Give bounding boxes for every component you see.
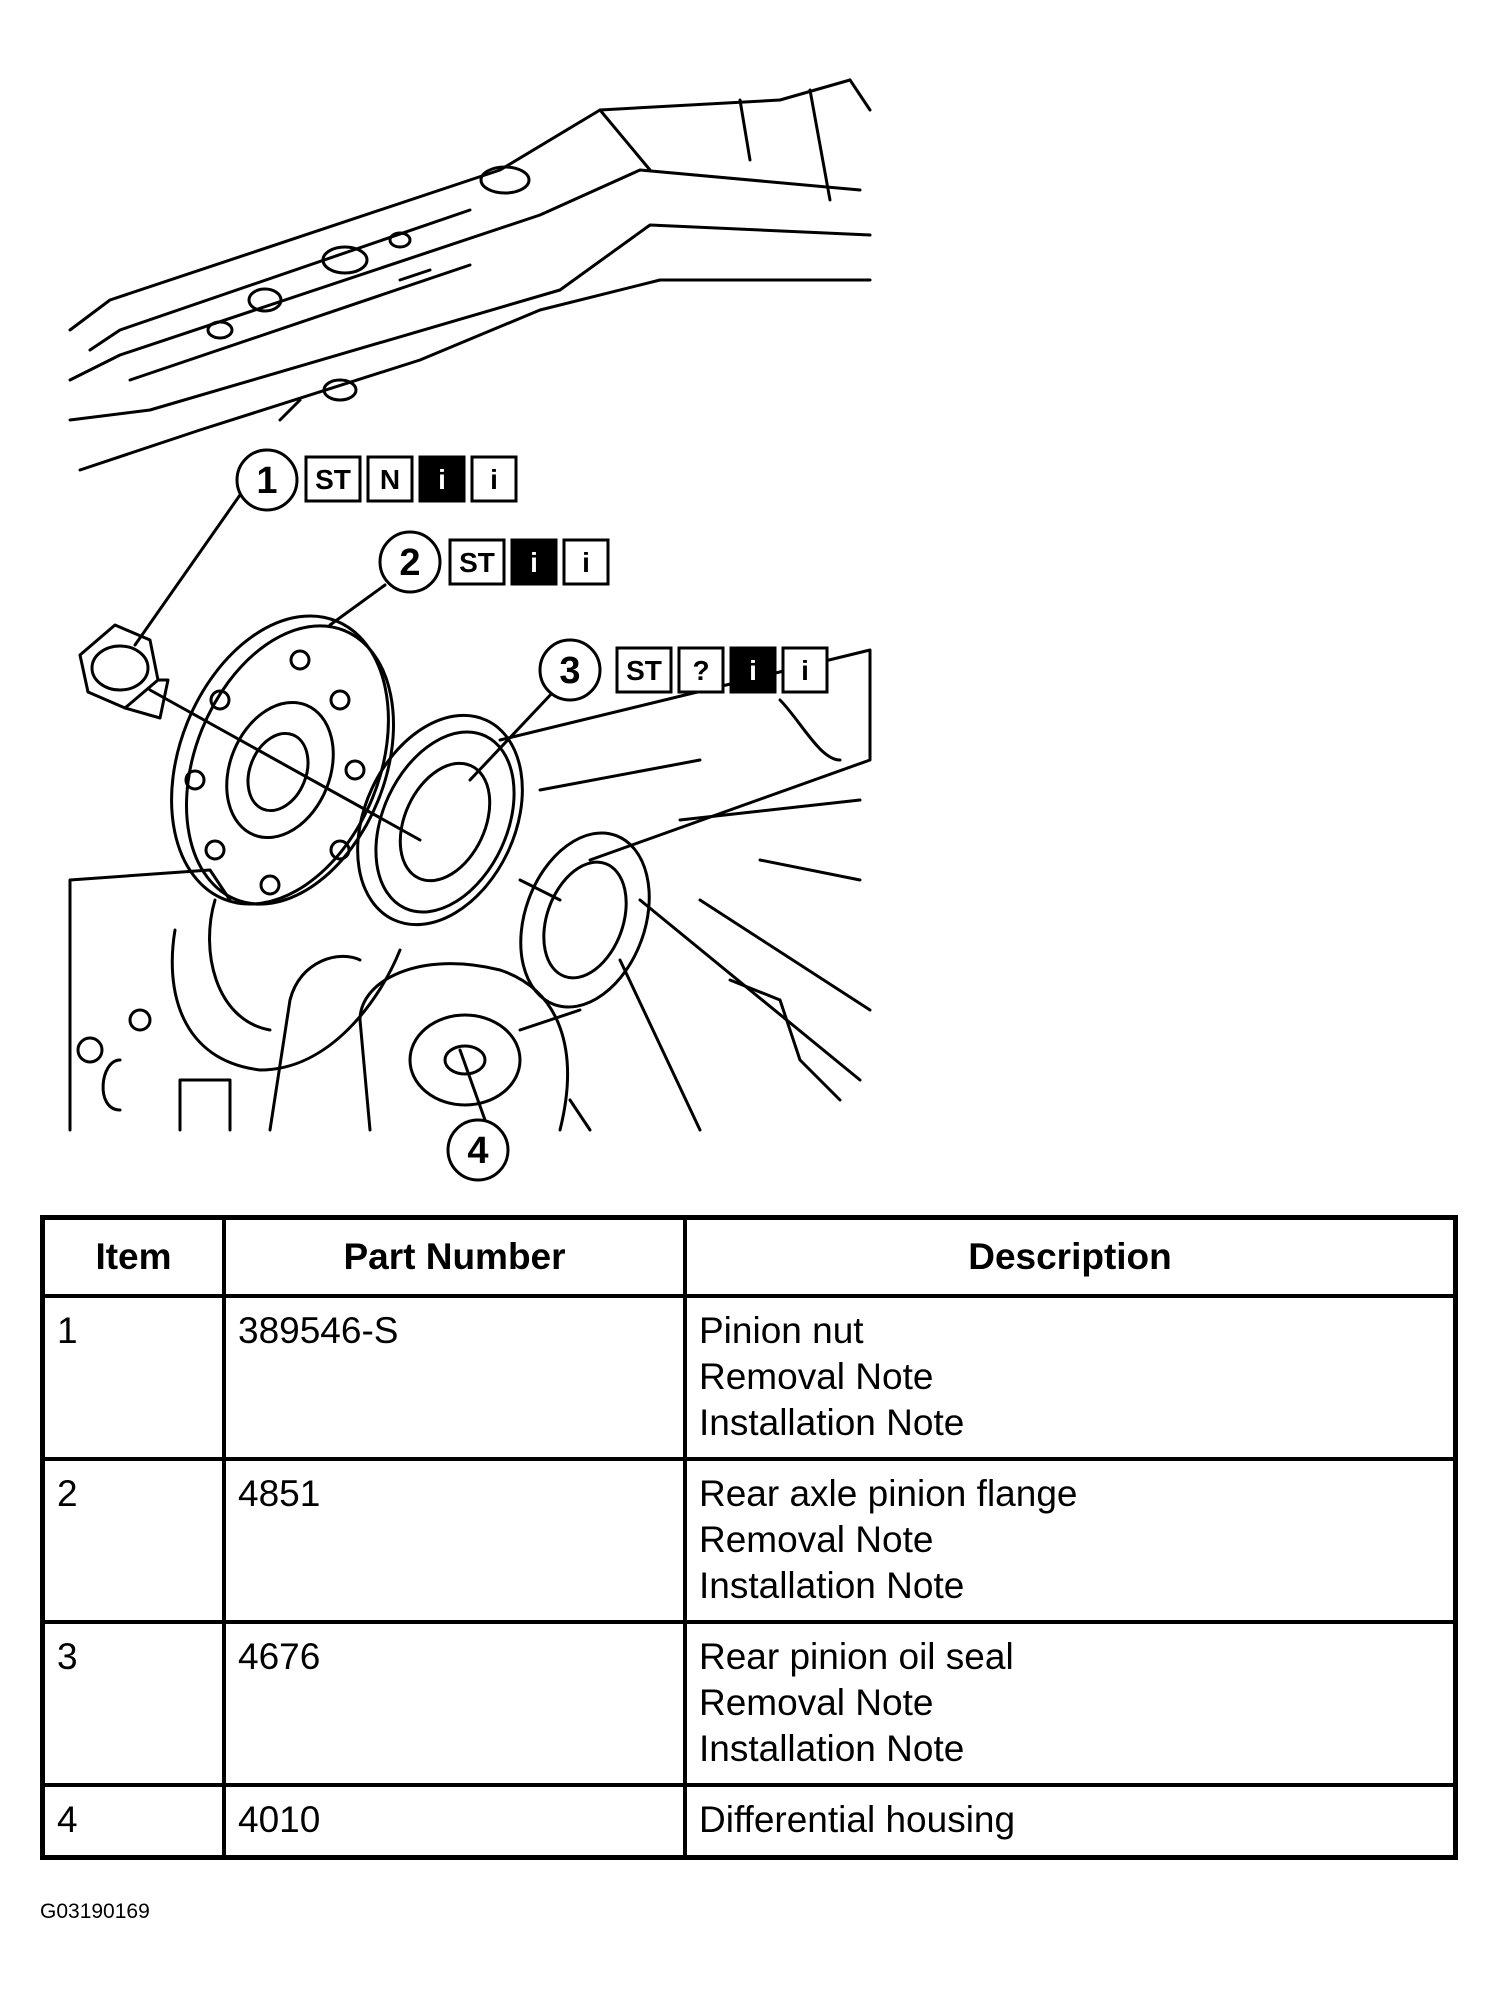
callout-2-number: 2 xyxy=(399,542,420,584)
description-line: Rear pinion oil seal xyxy=(699,1636,1014,1677)
table-row: 3 4676 Rear pinion oil seal Removal Note… xyxy=(40,1620,1458,1787)
st-icon: ST xyxy=(626,655,662,686)
callout-3-icons: ST ? i i xyxy=(615,646,829,694)
oil-seal xyxy=(356,713,524,927)
item-cell: 2 xyxy=(40,1457,226,1624)
callout-2: 2 ST i i xyxy=(378,530,610,594)
part-number-cell: 389546-S xyxy=(222,1294,687,1461)
description-line: Installation Note xyxy=(699,1728,965,1769)
description-line: Removal Note xyxy=(699,1519,934,1560)
removal-info-icon: i xyxy=(749,655,757,686)
description-line: Removal Note xyxy=(699,1356,934,1397)
removal-info-icon: i xyxy=(438,464,446,495)
callout-4: 4 xyxy=(446,1118,510,1182)
callout-2-icons: ST i i xyxy=(448,538,610,586)
table-row: 2 4851 Rear axle pinion flange Removal N… xyxy=(40,1457,1458,1624)
description-cell: Differential housing xyxy=(683,1783,1458,1859)
description-line: Differential housing xyxy=(699,1799,1016,1840)
description-cell: Rear pinion oil seal Removal Note Instal… xyxy=(683,1620,1458,1787)
special-tool-icon: ? xyxy=(692,655,709,686)
callout-3-number: 3 xyxy=(559,650,580,692)
item-cell: 3 xyxy=(40,1620,226,1787)
description-cell: Pinion nut Removal Note Installation Not… xyxy=(683,1294,1458,1461)
callout-1-icons: ST N i i xyxy=(304,455,518,503)
table-header-row: Item Part Number Description xyxy=(40,1215,1458,1298)
item-cell: 1 xyxy=(40,1294,226,1461)
installation-info-icon: i xyxy=(490,464,498,495)
description-line: Pinion nut xyxy=(699,1310,864,1351)
callout-1-number: 1 xyxy=(256,460,277,502)
removal-info-icon: i xyxy=(530,547,538,578)
header-part-number: Part Number xyxy=(222,1215,687,1298)
callout-4-number: 4 xyxy=(467,1130,488,1172)
installation-info-icon: i xyxy=(801,655,809,686)
description-line: Installation Note xyxy=(699,1565,965,1606)
pinion-nut xyxy=(78,623,170,720)
part-number-cell: 4676 xyxy=(222,1620,687,1787)
differential-housing xyxy=(68,648,872,1132)
parts-table: Item Part Number Description 1 389546-S … xyxy=(40,1215,1458,1860)
st-icon: ST xyxy=(459,547,495,578)
header-description: Description xyxy=(683,1215,1458,1298)
note-icon: N xyxy=(380,464,400,495)
figure-code: G03190169 xyxy=(40,1900,150,1923)
callout-1: 1 ST N i i xyxy=(235,448,518,512)
part-number-cell: 4851 xyxy=(222,1457,687,1624)
header-item: Item xyxy=(40,1215,226,1298)
st-icon: ST xyxy=(315,464,351,495)
description-line: Rear axle pinion flange xyxy=(699,1473,1078,1514)
frame-rail xyxy=(68,78,872,472)
leader-lines xyxy=(133,493,557,1122)
part-number-cell: 4010 xyxy=(222,1783,687,1859)
pinion-flange xyxy=(170,614,395,906)
description-line: Installation Note xyxy=(699,1402,965,1443)
callout-3: 3 ST ? i i xyxy=(538,638,829,702)
description-cell: Rear axle pinion flange Removal Note Ins… xyxy=(683,1457,1458,1624)
table-row: 4 4010 Differential housing xyxy=(40,1783,1458,1859)
table-row: 1 389546-S Pinion nut Removal Note Insta… xyxy=(40,1294,1458,1461)
item-cell: 4 xyxy=(40,1783,226,1859)
exploded-view-diagram: 1 ST N i i 2 ST i i 3 ST xyxy=(68,78,872,1182)
installation-info-icon: i xyxy=(582,547,590,578)
description-line: Removal Note xyxy=(699,1682,934,1723)
